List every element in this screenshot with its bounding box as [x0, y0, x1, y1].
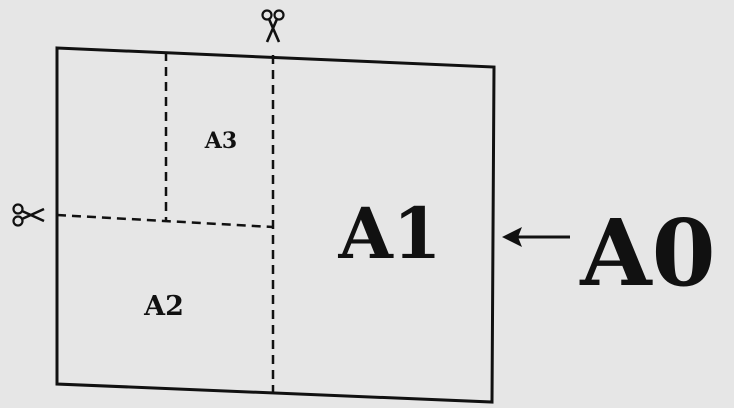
a0-sheet-outline [55, 46, 496, 404]
arrow-left-icon [502, 227, 570, 247]
label-a0: A0 [579, 199, 715, 307]
scissors-icon [12, 203, 45, 227]
label-a2: A2 [143, 291, 184, 322]
label-a3: A3 [204, 128, 237, 154]
scissors-icon [261, 9, 285, 43]
label-a1: A1 [337, 192, 441, 275]
